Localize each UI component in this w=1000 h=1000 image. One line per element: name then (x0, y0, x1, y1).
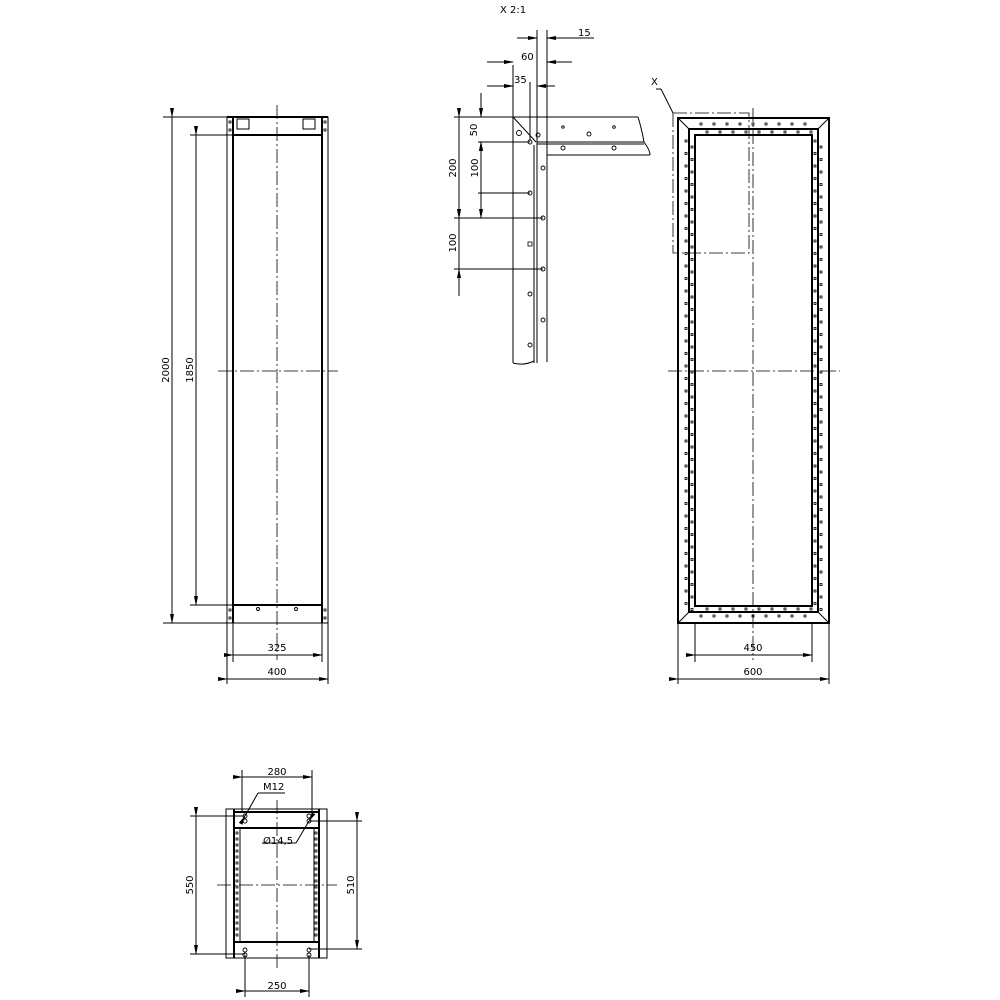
detail-view: X 2:1 (448, 5, 651, 365)
hole-pattern (684, 122, 823, 618)
side-view: 2000 1850 325 400 (161, 105, 338, 684)
detail-label: X 2:1 (500, 5, 526, 16)
dim-15: 15 (578, 28, 591, 39)
dim-height-outer: 2000 (161, 357, 172, 382)
dim-width-inner: 450 (743, 643, 762, 654)
dim-35: 35 (514, 75, 527, 86)
plan-view: 280 M12 Ø14,5 550 510 250 (185, 767, 362, 997)
dim-100-a: 100 (470, 158, 481, 177)
dim-width-outer: 600 (743, 667, 762, 678)
hole-label: Ø14,5 (263, 835, 293, 847)
dim-width-outer: 400 (267, 667, 286, 678)
dim-100-b: 100 (448, 233, 459, 252)
dim-50: 50 (469, 124, 480, 137)
dim-depth-inner: 510 (346, 875, 357, 894)
dim-width-bottom: 250 (267, 981, 286, 992)
detail-marker: X (651, 77, 658, 88)
dim-height-inner: 1850 (185, 357, 196, 382)
dim-width-top: 280 (267, 767, 286, 778)
dim-width-inner: 325 (267, 643, 286, 654)
front-view: X 450 600 (651, 77, 840, 684)
dim-depth-outer: 550 (185, 875, 196, 894)
dim-200: 200 (448, 158, 459, 177)
thread-label: M12 (263, 782, 284, 793)
dim-60: 60 (521, 52, 534, 63)
